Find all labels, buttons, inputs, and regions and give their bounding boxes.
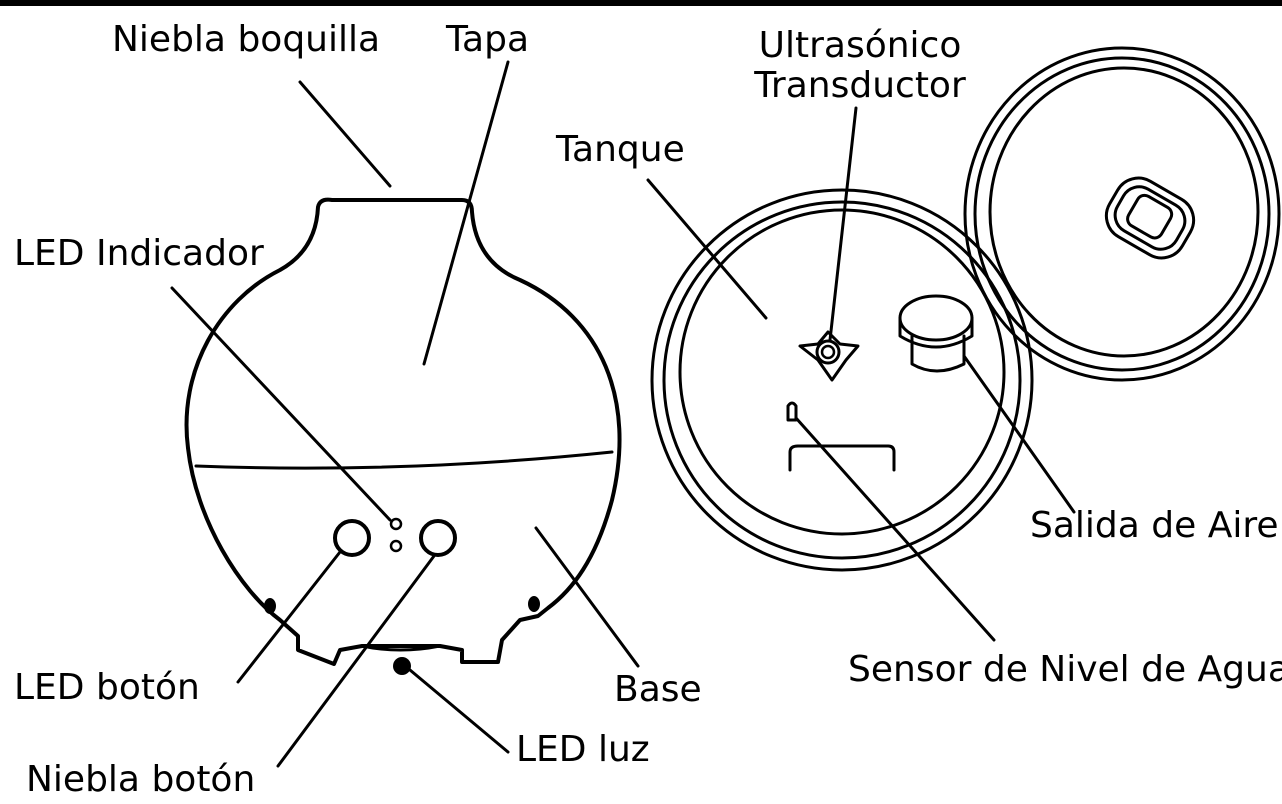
- lid-outer-rim: [963, 46, 1281, 382]
- label-transductor: Transductor: [754, 65, 966, 106]
- top-border-bar: [0, 0, 1282, 6]
- seam-line: [194, 450, 614, 470]
- label-tapa: Tapa: [446, 19, 530, 60]
- label-led-boton: LED botón: [14, 667, 200, 708]
- led-light-dot: [393, 657, 411, 675]
- leader-salida-aire: [962, 354, 1076, 514]
- indicator-led-bottom: [389, 539, 403, 553]
- diffuser-assembled: [184, 197, 622, 675]
- tank-middle-rim: [662, 200, 1022, 560]
- leader-led-boton: [236, 550, 342, 684]
- led-button-shape: [333, 519, 371, 557]
- label-led-luz: LED luz: [516, 729, 650, 770]
- label-ultrasonico-transductor: Ultrasónico Transductor: [740, 26, 980, 106]
- bottom-notch-detail: [360, 644, 442, 652]
- indicator-led-top: [389, 517, 403, 531]
- label-tanque: Tanque: [556, 129, 685, 170]
- leader-tanque: [646, 178, 768, 320]
- label-sensor-nivel-agua: Sensor de Nivel de Agua: [848, 649, 1282, 690]
- leader-tapa: [422, 60, 510, 366]
- ultrasonic-transducer-shape: [798, 330, 860, 382]
- leader-led-indicador: [170, 286, 392, 522]
- label-niebla-boquilla: Niebla boquilla: [112, 19, 381, 60]
- label-led-indicador: LED Indicador: [14, 233, 264, 274]
- air-outlet-shape: [898, 294, 974, 373]
- leader-lines: [170, 60, 1076, 768]
- leader-base: [534, 526, 640, 668]
- label-salida-de-aire: Salida de Aire: [1030, 505, 1279, 546]
- mist-button-shape: [419, 519, 457, 557]
- tank-bottom-tray: [788, 444, 896, 472]
- label-base: Base: [614, 669, 702, 710]
- tank-open-view: [650, 188, 1034, 572]
- diffuser-body-outline: [184, 197, 622, 666]
- leader-niebla-boton: [276, 554, 436, 768]
- tank-outer-rim: [650, 188, 1034, 572]
- leader-ultrasonico: [828, 106, 858, 342]
- leader-led-luz: [408, 668, 510, 754]
- lid-view: [963, 46, 1281, 382]
- right-foot-mark: [528, 596, 540, 612]
- lid-middle-rim: [973, 56, 1271, 372]
- label-niebla-boton: Niebla botón: [26, 759, 256, 800]
- left-foot-mark: [264, 598, 276, 614]
- tank-inner-rim: [678, 208, 1006, 536]
- lid-nozzle-shape: [1104, 176, 1196, 260]
- lid-inner-rim: [988, 66, 1260, 358]
- label-ultrasonico: Ultrasónico: [758, 25, 962, 66]
- leader-niebla-boquilla: [298, 80, 392, 188]
- leader-sensor-nivel: [794, 416, 996, 642]
